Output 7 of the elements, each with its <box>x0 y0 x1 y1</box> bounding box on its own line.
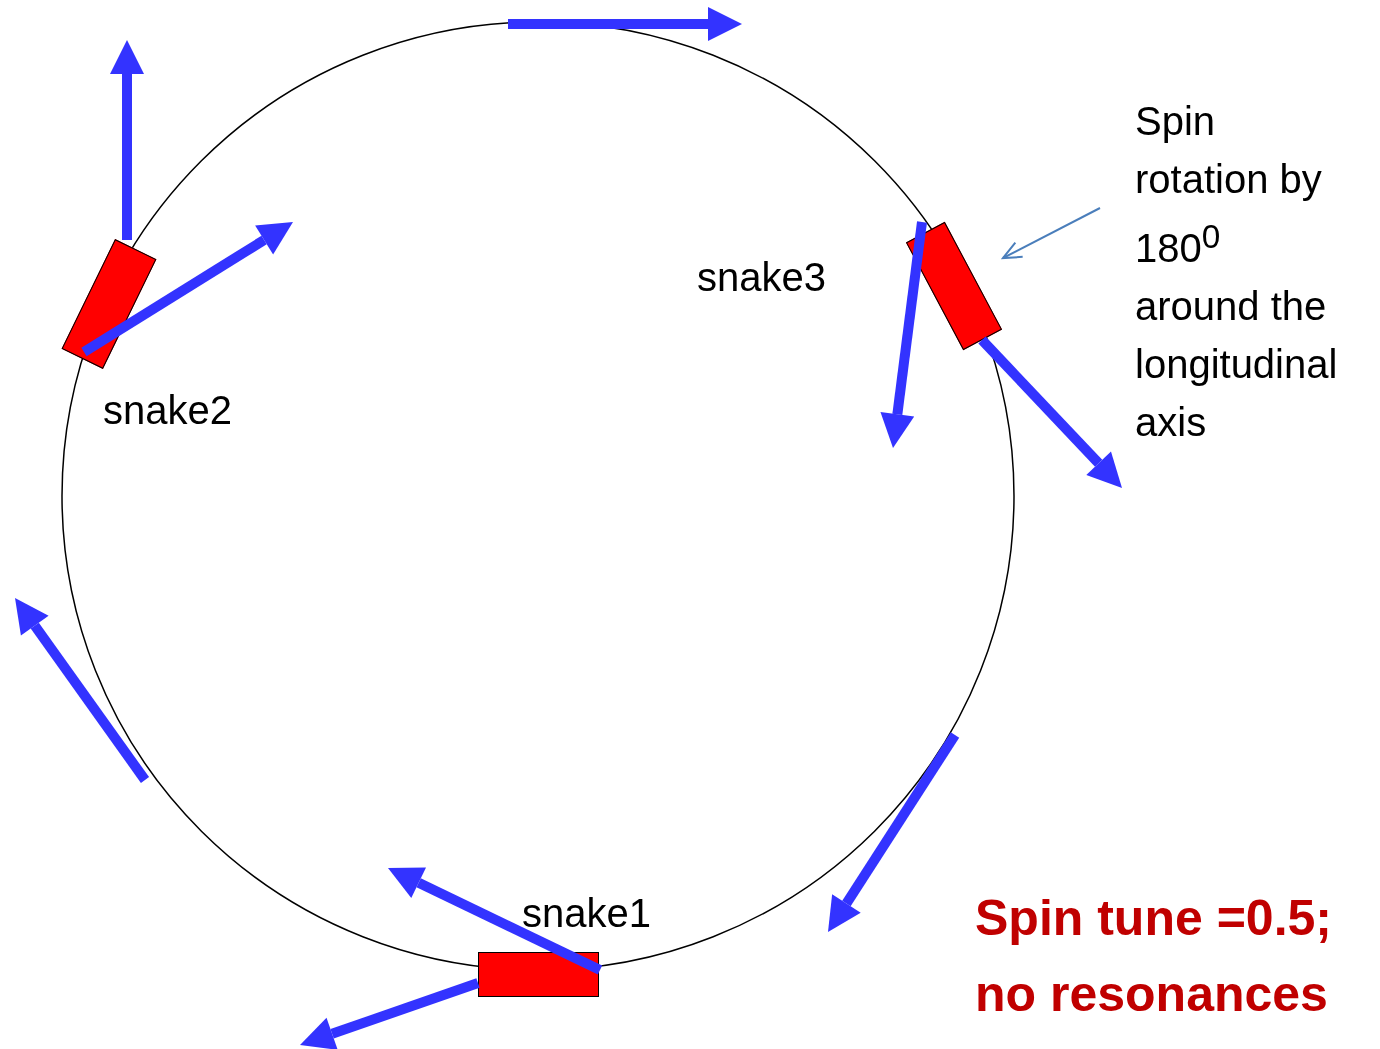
snake-magnet <box>477 951 599 997</box>
snake-label: snake3 <box>697 257 826 297</box>
note-text: Spin tune =0.5; no resonances <box>975 889 1333 1024</box>
snake-label: snake1 <box>522 893 651 933</box>
leader-line <box>1000 207 1101 260</box>
callout-text: Spin rotation by 180$^{0}$ around the longitudinal axis <box>1135 92 1347 452</box>
snake-label: snake2 <box>103 390 232 430</box>
